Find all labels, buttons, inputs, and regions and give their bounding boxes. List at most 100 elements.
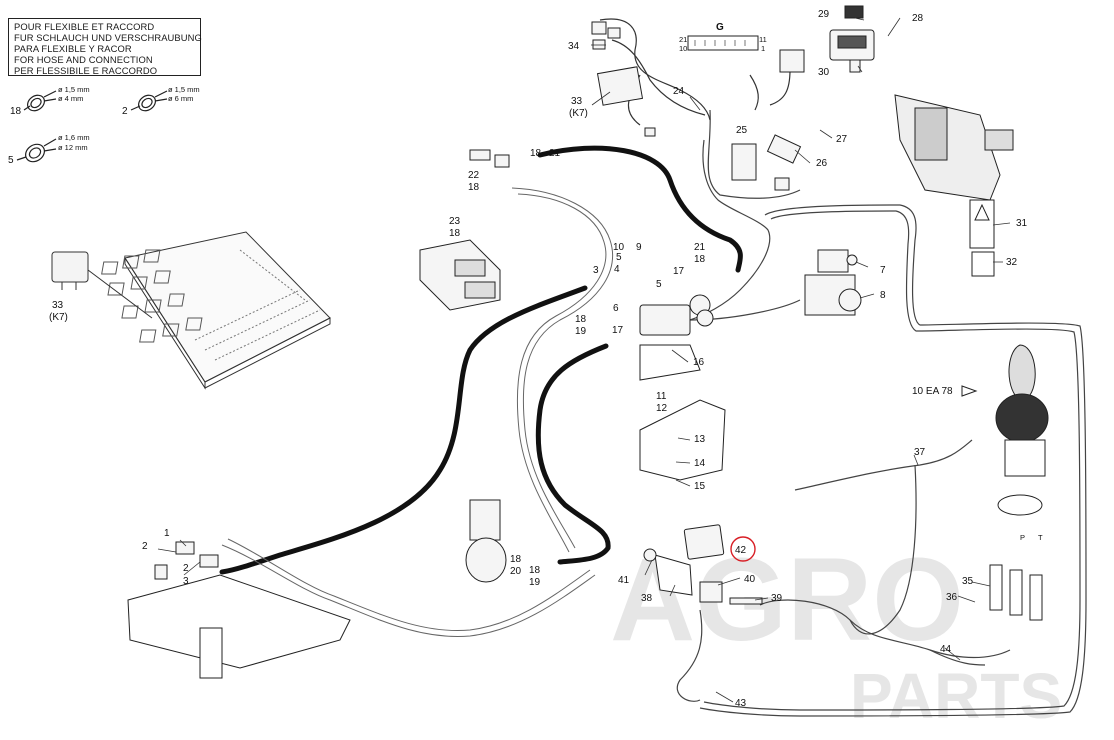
callout-3[interactable]: 3 xyxy=(183,576,189,587)
callout-21[interactable]: 21 xyxy=(549,148,561,159)
thick-hoses xyxy=(219,145,743,575)
callout-19[interactable]: 19 xyxy=(575,326,587,337)
connector-34 xyxy=(591,21,621,50)
valve-port-t: T xyxy=(1038,533,1043,542)
joystick xyxy=(995,344,1049,477)
callout-24[interactable]: 24 xyxy=(673,86,685,97)
connector-g-pin-11: 11 xyxy=(759,35,767,44)
callout-37[interactable]: 37 xyxy=(914,447,926,458)
callout-18d[interactable]: 18 xyxy=(694,254,706,265)
connector-40 xyxy=(699,581,723,603)
seal-18 xyxy=(23,90,57,112)
guard-13-15 xyxy=(639,399,726,481)
callout-9[interactable]: 9 xyxy=(636,242,642,253)
callout-18g[interactable]: 18 xyxy=(529,565,541,576)
callout-29[interactable]: 29 xyxy=(818,9,830,20)
joystick-ref: 10 EA 78 xyxy=(912,386,953,397)
callout-15[interactable]: 15 xyxy=(694,481,706,492)
callout-31[interactable]: 31 xyxy=(1016,218,1028,229)
callout-18e[interactable]: 18 xyxy=(575,314,587,325)
seal-dimensions: ø 1,5 mm ø 4 mm 18 ø 1,5 mm ø 6 mm 2 ø 1… xyxy=(8,85,200,166)
relay-k7-sub: (K7) xyxy=(49,312,68,323)
callout-19b[interactable]: 19 xyxy=(529,577,541,588)
callout-18[interactable]: 18 xyxy=(530,148,542,159)
switch-30 xyxy=(829,29,875,73)
callout-36[interactable]: 36 xyxy=(946,592,958,603)
seal-5-dim1: ø 1,6 mm xyxy=(58,133,90,142)
callout-41[interactable]: 41 xyxy=(618,575,630,586)
seal-18-ref: 18 xyxy=(10,106,22,117)
callout-39[interactable]: 39 xyxy=(771,593,783,604)
thin-hoses xyxy=(221,187,614,638)
switch-29 xyxy=(844,5,864,19)
bolt-39 xyxy=(729,597,763,605)
callout-35[interactable]: 35 xyxy=(962,576,974,587)
callout-38[interactable]: 38 xyxy=(641,593,653,604)
callout-26[interactable]: 26 xyxy=(816,158,828,169)
connector-g-pin-10: 10 xyxy=(679,44,687,53)
callout-21b[interactable]: 21 xyxy=(694,242,706,253)
callout-27[interactable]: 27 xyxy=(836,134,848,145)
valve-block-23 xyxy=(419,239,501,311)
callout-12[interactable]: 12 xyxy=(656,403,668,414)
seal-2-dim2: ø 6 mm xyxy=(168,94,193,103)
callout-17b[interactable]: 17 xyxy=(612,325,624,336)
relay-33-top xyxy=(596,66,644,106)
callout-34[interactable]: 34 xyxy=(568,41,580,52)
callout-30[interactable]: 30 xyxy=(818,67,830,78)
fittings-1-3 xyxy=(154,541,219,580)
callout-4[interactable]: 4 xyxy=(614,264,620,275)
legend-line: FOR HOSE AND CONNECTION xyxy=(14,54,153,65)
relay-k7-left xyxy=(51,251,153,319)
seal-18-dim1: ø 1,5 mm xyxy=(58,85,90,94)
callout-5b[interactable]: 5 xyxy=(656,279,662,290)
relay-k7-ref: 33 xyxy=(52,300,64,311)
callout-3b[interactable]: 3 xyxy=(593,265,599,276)
valve-7 xyxy=(817,249,858,273)
callout-8[interactable]: 8 xyxy=(880,290,886,301)
callout-7[interactable]: 7 xyxy=(880,265,886,276)
callout-17[interactable]: 17 xyxy=(673,266,685,277)
callout-6[interactable]: 6 xyxy=(613,303,619,314)
callout-13[interactable]: 13 xyxy=(694,434,706,445)
callout-10[interactable]: 10 xyxy=(613,242,625,253)
callout-23[interactable]: 23 xyxy=(449,216,461,227)
callout-11[interactable]: 11 xyxy=(656,391,667,402)
connector-30 xyxy=(779,49,805,73)
legend-line: POUR FLEXIBLE ET RACCORD xyxy=(14,21,155,32)
callout-18b[interactable]: 18 xyxy=(468,182,480,193)
callout-28[interactable]: 28 xyxy=(912,13,924,24)
connector-g-pin-1: 1 xyxy=(761,44,765,53)
callout-18c[interactable]: 18 xyxy=(449,228,461,239)
relay-42 xyxy=(683,524,725,560)
callout-16[interactable]: 16 xyxy=(693,357,705,368)
callout-40[interactable]: 40 xyxy=(744,574,756,585)
cab-panel-28 xyxy=(894,94,1014,201)
callout-25[interactable]: 25 xyxy=(736,125,748,136)
callout-20[interactable]: 20 xyxy=(510,566,522,577)
top-harness xyxy=(599,18,791,126)
callout-18f[interactable]: 18 xyxy=(510,554,522,565)
bracket-25 xyxy=(731,143,757,181)
callout-5[interactable]: 5 xyxy=(616,252,622,263)
connector-g-pin-21: 21 xyxy=(679,35,687,44)
callout-2b[interactable]: 2 xyxy=(183,563,189,574)
connector-g: G 21 11 10 1 xyxy=(679,22,767,53)
callout-1[interactable]: 1 xyxy=(164,528,170,539)
callout-22[interactable]: 22 xyxy=(468,170,480,181)
relay-k7-top-ref: 33 xyxy=(571,96,583,107)
callout-44[interactable]: 44 xyxy=(940,644,952,655)
callout-2[interactable]: 2 xyxy=(142,541,148,552)
seal-icons xyxy=(16,90,168,163)
valve-assembly-35-36 xyxy=(989,494,1043,621)
seal-5-ref: 5 xyxy=(8,155,14,166)
wiring-harness xyxy=(676,109,1087,717)
callout-42[interactable]: 42 xyxy=(735,545,747,556)
chassis-bracket xyxy=(127,574,351,679)
callout-32[interactable]: 32 xyxy=(1006,257,1018,268)
fitting-22 xyxy=(469,149,510,168)
callout-43[interactable]: 43 xyxy=(735,698,747,709)
callout-14[interactable]: 14 xyxy=(694,458,706,469)
